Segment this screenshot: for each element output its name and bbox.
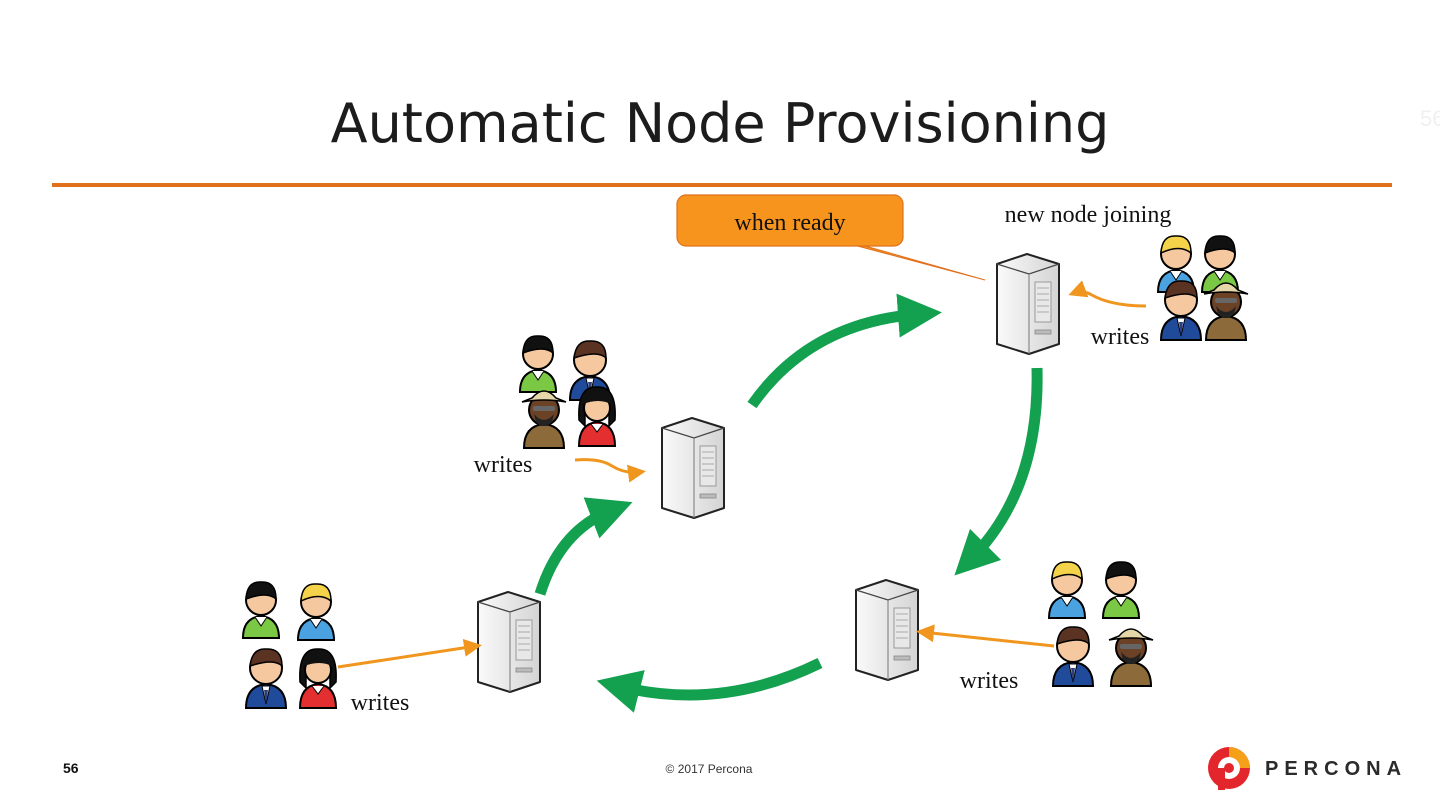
slide-number: 56 — [63, 760, 79, 776]
ghost-number-text: 56 — [1420, 106, 1440, 131]
replication-ring — [534, 293, 1043, 713]
ring-arrow-top — [747, 293, 942, 409]
ring-arrow-bottom-left — [534, 497, 633, 596]
users-group-new-node — [1157, 234, 1249, 341]
write-arrow-right — [916, 624, 1055, 648]
users-group-right — [1048, 560, 1154, 687]
new-node-label: new node joining — [1005, 202, 1172, 228]
write-arrow-middle — [574, 458, 646, 483]
title-underline — [52, 183, 1392, 187]
when-ready-callout: when ready — [676, 194, 986, 281]
percona-wordmark: PERCONA — [1265, 758, 1408, 780]
server-new-node-icon — [996, 253, 1060, 355]
copyright-text: © 2017 Percona — [665, 762, 753, 776]
writes-label-middle: writes — [474, 452, 533, 478]
slide-title: Automatic Node Provisioning — [330, 92, 1110, 155]
ring-arrow-bottom — [596, 658, 823, 713]
callout-text: when ready — [734, 210, 845, 236]
write-arrow-new-node — [1068, 280, 1147, 308]
percona-logo-icon — [1208, 747, 1250, 790]
users-group-middle — [519, 334, 617, 449]
writes-label-right: writes — [960, 668, 1019, 694]
writes-label-new-node: writes — [1091, 324, 1150, 350]
server-middle-icon — [661, 417, 725, 519]
write-arrow-left — [337, 638, 482, 669]
server-right-icon — [855, 579, 919, 681]
ring-arrow-right — [954, 367, 1043, 576]
users-group-left — [242, 580, 338, 709]
server-left-icon — [477, 591, 541, 693]
ghost-slide-number: 56 — [1420, 104, 1440, 134]
writes-label-left: writes — [351, 690, 410, 716]
percona-logo: PERCONA — [1207, 744, 1401, 792]
